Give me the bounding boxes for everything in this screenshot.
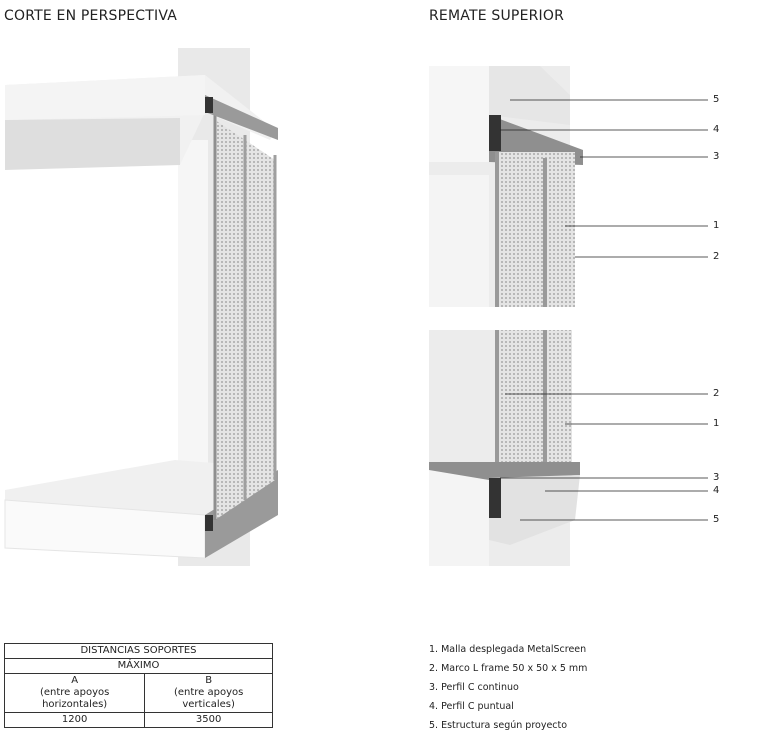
callout-3: 3 (713, 472, 720, 483)
col-b-label: B (205, 675, 213, 686)
legend-item: 2. Marco L frame 50 x 50 x 5 mm (429, 663, 588, 674)
callout-3: 3 (713, 151, 720, 162)
callout-1: 1 (713, 220, 720, 231)
section-illustrations (4, 48, 708, 566)
col-a-desc: (entre apoyos horizontales) (39, 687, 110, 710)
legend-item: 5. Estructura según proyecto (429, 720, 568, 731)
col-a-label: A (71, 675, 79, 686)
table-header: DISTANCIAS SOPORTES (4, 643, 273, 659)
top-detail (429, 66, 583, 307)
detail-title: REMATE SUPERIOR (429, 8, 565, 24)
perspective-view (4, 48, 278, 566)
callout-4: 4 (713, 485, 720, 496)
callout-lines (500, 99, 708, 521)
legend-item: 4. Perfil C puntual (429, 701, 514, 712)
callout-4: 4 (713, 124, 720, 135)
support-distances-table: DISTANCIAS SOPORTES MÁXIMO A(entre apoyo… (3, 643, 273, 728)
col-b-header: B(entre apoyos verticales) (144, 673, 273, 713)
col-b-desc: (entre apoyos verticales) (173, 687, 244, 710)
callout-2: 2 (713, 388, 720, 399)
callout-5: 5 (713, 514, 720, 525)
value-b: 3500 (144, 712, 273, 728)
value-a: 1200 (3, 712, 146, 728)
bottom-detail (429, 330, 580, 566)
callout-5: 5 (713, 94, 720, 105)
perspective-title: CORTE EN PERSPECTIVA (4, 8, 178, 24)
col-a-header: A(entre apoyos horizontales) (3, 673, 146, 713)
legend: 1. Malla desplegada MetalScreen 2. Marco… (429, 644, 587, 738)
legend-item: 1. Malla desplegada MetalScreen (429, 644, 587, 655)
callout-1: 1 (713, 418, 720, 429)
table-subheader: MÁXIMO (4, 658, 273, 674)
legend-item: 3. Perfil C continuo (429, 682, 519, 693)
callout-2: 2 (713, 251, 720, 262)
